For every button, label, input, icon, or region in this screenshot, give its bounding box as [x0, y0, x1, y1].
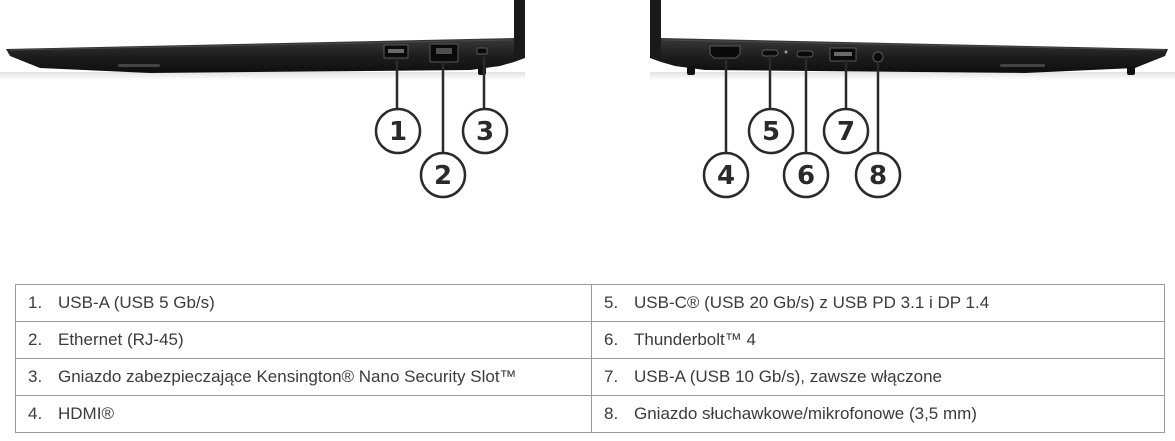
port-label: USB-C® (USB 20 Gb/s) z USB PD 3.1 i DP 1… — [634, 293, 990, 312]
port-number: 5. — [604, 293, 619, 312]
callout-2-label: 2 — [434, 161, 452, 191]
port-cell-1: 1. USB-A (USB 5 Gb/s) — [15, 284, 592, 322]
laptop-left-side — [0, 0, 525, 80]
port-label: USB-A (USB 10 Gb/s), zawsze włączone — [634, 367, 943, 386]
hdmi-port-icon — [709, 45, 741, 59]
port-label: USB-A (USB 5 Gb/s) — [58, 293, 215, 312]
callout-3: 3 — [461, 107, 509, 155]
port-label: Ethernet (RJ-45) — [58, 330, 184, 349]
callout-8-label: 8 — [869, 161, 887, 191]
callout-8: 8 — [854, 151, 902, 199]
port-number: 7. — [604, 367, 619, 386]
ports-table: 1. USB-A (USB 5 Gb/s) 5. USB-C® (USB 20 Gb… — [15, 284, 1165, 433]
port-label: HDMI® — [58, 404, 114, 423]
thunderbolt-port-icon — [796, 50, 814, 58]
usb-c-port-icon — [761, 49, 779, 57]
port-cell-3: 3. Gniazdo zabezpieczające Kensington® Na… — [15, 358, 592, 396]
port-cell-4: 4. HDMI® — [15, 395, 592, 433]
callout-1: 1 — [374, 107, 422, 155]
kensington-slot-icon — [476, 47, 488, 55]
callout-7-label: 7 — [837, 117, 855, 147]
table-row: 2. Ethernet (RJ-45) 6. Thunderbolt™ 4 — [15, 321, 1165, 359]
port-number: 2. — [28, 330, 43, 349]
port-label: Gniazdo zabezpieczające Kensington® Nano… — [58, 367, 517, 386]
callout-7: 7 — [822, 107, 870, 155]
callout-3-label: 3 — [476, 117, 494, 147]
port-number: 6. — [604, 330, 619, 349]
callout-4-label: 4 — [717, 161, 735, 191]
port-label: Gniazdo słuchawkowe/mikrofonowe (3,5 mm) — [634, 404, 977, 423]
leader-lines — [395, 56, 880, 154]
port-cell-2: 2. Ethernet (RJ-45) — [15, 321, 592, 359]
table-row: 3. Gniazdo zabezpieczające Kensington® Na… — [15, 358, 1165, 396]
port-number: 4. — [28, 404, 43, 423]
port-label: Thunderbolt™ 4 — [634, 330, 756, 349]
port-number: 3. — [28, 367, 43, 386]
table-row: 4. HDMI® 8. Gniazdo słuchawkowe/mikrofonow… — [15, 395, 1165, 433]
callout-5-label: 5 — [762, 117, 780, 147]
port-cell-8: 8. Gniazdo słuchawkowe/mikrofonowe (3,5 m… — [591, 395, 1165, 433]
port-number: 1. — [28, 293, 43, 312]
callout-4: 4 — [702, 151, 750, 199]
port-cell-6: 6. Thunderbolt™ 4 — [591, 321, 1165, 359]
callout-6: 6 — [782, 151, 830, 199]
port-cell-5: 5. USB-C® (USB 20 Gb/s) z USB PD 3.1 i DP… — [591, 284, 1165, 322]
laptop-right-side — [650, 0, 1175, 80]
port-number: 8. — [604, 404, 619, 423]
table-row: 1. USB-A (USB 5 Gb/s) 5. USB-C® (USB 20 Gb… — [15, 284, 1165, 322]
callout-2: 2 — [419, 151, 467, 199]
callout-5: 5 — [747, 107, 795, 155]
callout-1-label: 1 — [389, 117, 407, 147]
callout-6-label: 6 — [797, 161, 815, 191]
port-cell-7: 7. USB-A (USB 10 Gb/s), zawsze włączone — [591, 358, 1165, 396]
audio-jack-icon — [872, 51, 884, 63]
port-diagram: 1 2 3 4 5 6 7 8 — [0, 0, 1175, 199]
